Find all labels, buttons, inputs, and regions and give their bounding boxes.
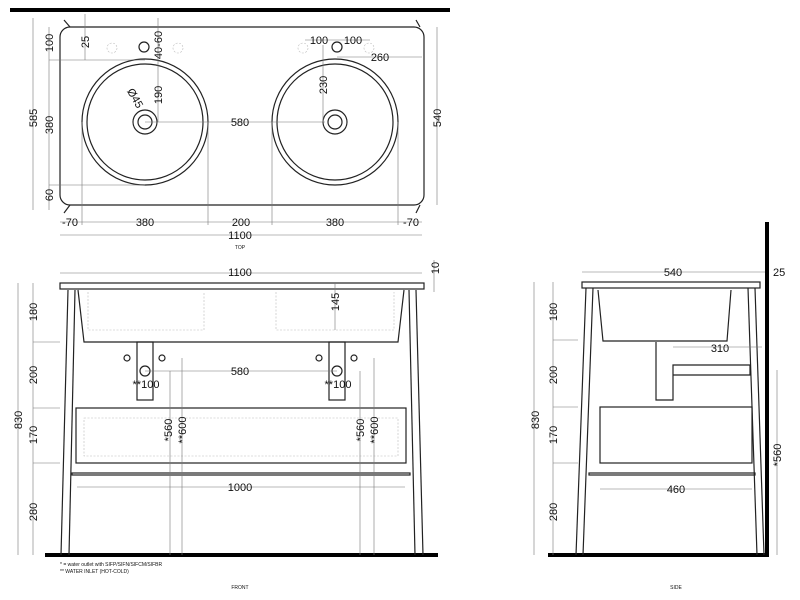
dim-200-side: 200 — [548, 366, 560, 384]
legs — [60, 289, 424, 556]
front-dimension-lines — [17, 260, 435, 555]
trap-side — [655, 342, 751, 401]
dim-1000: 1000 — [228, 482, 252, 494]
dim-380-left: 380 — [136, 217, 154, 229]
top-view: 585 380 100 60 25 40-60 190 Ø45 230 580 … — [10, 8, 450, 251]
dim-25: 25 — [80, 36, 92, 48]
dim-260: 260 — [371, 52, 389, 64]
dim-170: 170 — [28, 426, 40, 444]
dim-145: 145 — [330, 293, 342, 311]
dim-580: 580 — [231, 117, 249, 129]
dim-585: 585 — [28, 109, 40, 127]
dim-830: 830 — [13, 411, 25, 429]
dim-1100: 1100 — [228, 230, 252, 242]
dim-1100-front: 1100 — [228, 267, 252, 279]
view-label-side: SIDE — [670, 585, 682, 591]
stretcher-side — [588, 472, 756, 476]
dim-540-side: 540 — [664, 267, 682, 279]
dim-560-side: *560 — [772, 444, 784, 467]
dim-560-left: *560 — [163, 419, 175, 442]
dim-40-60: 40-60 — [153, 31, 165, 59]
dim-100-inlet-right: **100 — [325, 379, 352, 391]
dim-540: 540 — [432, 109, 444, 127]
side-dimension-labels: 540 25 830 180 200 170 280 310 460 *560 … — [530, 267, 785, 591]
side-view: 540 25 830 180 200 170 280 310 460 *560 … — [530, 222, 785, 591]
dim-600-left: **600 — [177, 417, 189, 444]
drawer — [75, 407, 407, 464]
basin-side — [597, 289, 732, 342]
dim-280: 280 — [28, 503, 40, 521]
dim-560-right: *560 — [355, 419, 367, 442]
note-inlet: ** WATER INLET (HOT-COLD) — [60, 569, 129, 575]
dim-100-right: 100 — [344, 35, 362, 47]
dim-25-side: 25 — [773, 267, 785, 279]
dim-180-side: 180 — [548, 303, 560, 321]
drawer-hidden — [83, 417, 399, 457]
countertop-outline — [59, 26, 425, 206]
dim-100: 100 — [44, 34, 56, 52]
legs-side — [575, 287, 765, 556]
countertop-side — [581, 281, 761, 289]
dim-drain-diameter: Ø45 — [124, 86, 145, 110]
dim-200: 200 — [28, 366, 40, 384]
dim-580-front: 580 — [231, 366, 249, 378]
dim-600-right: **600 — [369, 417, 381, 444]
dim-380: 380 — [44, 116, 56, 134]
dim-10: 10 — [430, 262, 442, 274]
basin-hidden-lines — [87, 292, 395, 331]
dim-280-side: 280 — [548, 503, 560, 521]
dim-230: 230 — [318, 76, 330, 94]
countertop — [59, 282, 425, 290]
front-dimension-labels: 1100 10 830 180 200 170 280 145 580 **10… — [13, 262, 442, 591]
top-dimension-lines — [32, 14, 438, 236]
dim-70-right: -70 — [403, 217, 419, 229]
dim-170-side: 170 — [548, 426, 560, 444]
dim-380-right: 380 — [326, 217, 344, 229]
fixing-brackets — [63, 19, 421, 214]
drawer-side — [599, 406, 753, 464]
dim-460: 460 — [667, 484, 685, 496]
dim-830-side: 830 — [530, 411, 542, 429]
view-label-front: FRONT — [231, 585, 248, 591]
dim-200: 200 — [232, 217, 250, 229]
note-outlet: * = water outlet with SIFP/SIFN/SIFCM/SI… — [60, 562, 162, 568]
basin-body — [77, 289, 405, 343]
dim-310: 310 — [711, 343, 729, 355]
side-dimension-lines — [533, 271, 778, 555]
stretcher — [71, 472, 411, 476]
view-label-top: TOP — [235, 245, 246, 251]
dim-100-inlet-left: **100 — [133, 379, 160, 391]
dim-70-left: -70 — [62, 217, 78, 229]
tap-holes — [106, 41, 375, 54]
dim-180: 180 — [28, 303, 40, 321]
front-view: 1100 10 830 180 200 170 280 145 580 **10… — [13, 260, 442, 591]
dim-190: 190 — [153, 86, 165, 104]
dim-60: 60 — [44, 189, 56, 201]
dim-100-left: 100 — [310, 35, 328, 47]
